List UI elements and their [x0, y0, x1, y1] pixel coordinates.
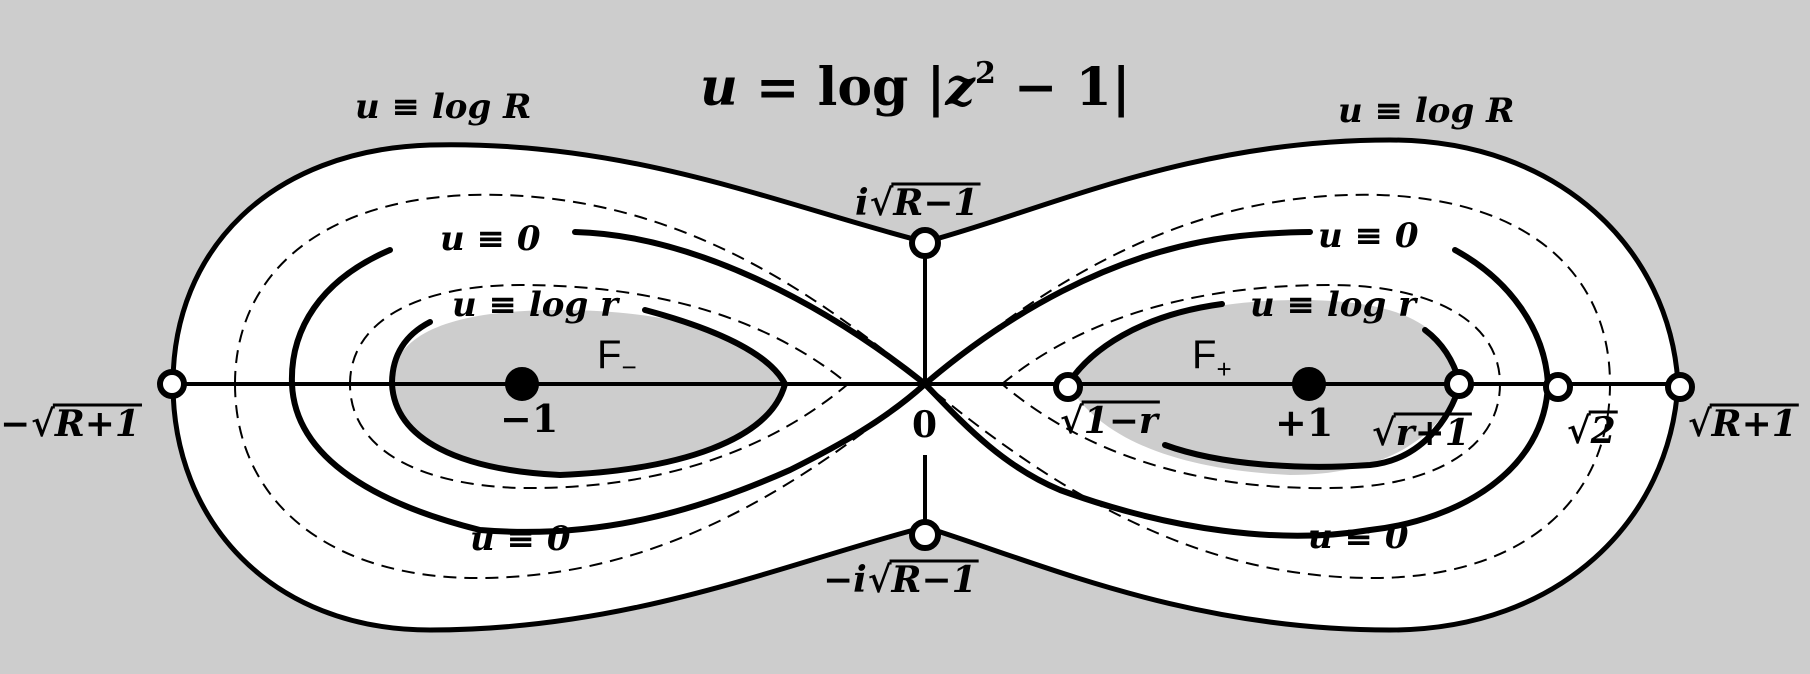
label-sqrt-two: √2 [1567, 410, 1618, 452]
svg-text:−: − [0, 403, 30, 445]
label-bottom: −i√R−1 [823, 559, 979, 601]
title-sup: 2 [975, 56, 996, 91]
label-top: i√R−1 [855, 182, 981, 224]
label-plus-one: +1 [1275, 400, 1333, 445]
svg-text:2: 2 [1590, 410, 1616, 452]
curve-log-r-left [388, 307, 789, 479]
point-bottom [909, 519, 941, 551]
title-z: z [944, 57, 976, 118]
svg-text:√: √ [31, 403, 55, 445]
label-right-end: √R+1 [1688, 403, 1799, 445]
label-zero-top-left: u ≡ 0 [440, 219, 541, 259]
label-sqrt-1-minus-r: √1−r [1060, 400, 1161, 442]
label-outer-right: u ≡ log R [1338, 91, 1514, 131]
curve-u-zero-right-arc [922, 247, 1552, 539]
label-origin: 0 [912, 404, 937, 446]
point-top [909, 227, 941, 259]
svg-text:R−1: R−1 [891, 559, 977, 601]
title-rest: − 1| [996, 57, 1131, 118]
label-outer-left: u ≡ log R [355, 87, 531, 127]
svg-text:√: √ [1372, 412, 1396, 454]
svg-text:r+1: r+1 [1396, 412, 1470, 454]
point-sqrt-r-plus-1 [1444, 369, 1474, 399]
point-minus-one [505, 367, 539, 401]
curve-u-zero-left-arc [288, 247, 928, 535]
svg-text:√: √ [870, 182, 894, 224]
region-label-F-plus: F+ [1192, 333, 1232, 384]
label-left-end: −√R+1 [0, 403, 142, 445]
svg-text:√: √ [1060, 400, 1084, 442]
label-zero-bottom-right: u ≡ 0 [1308, 517, 1409, 557]
title-u: u [700, 57, 738, 118]
label-minus-one: −1 [500, 396, 558, 441]
point-left-end [157, 369, 187, 399]
svg-text:R+1: R+1 [54, 403, 140, 445]
label-zero-bottom-left: u ≡ 0 [470, 519, 571, 559]
title: u = log |z2 − 1| [700, 56, 1131, 118]
label-log-r-left: u ≡ log r [452, 285, 620, 325]
point-sqrt-two [1543, 372, 1573, 402]
point-right-end [1665, 372, 1695, 402]
title-eq: = log | [738, 57, 946, 118]
svg-text:i: i [855, 182, 869, 224]
svg-text:√: √ [1688, 403, 1712, 445]
curve-log-r-right [1065, 301, 1464, 470]
svg-text:R+1: R+1 [1711, 403, 1797, 445]
label-sqrt-r-plus-1: √r+1 [1372, 412, 1472, 454]
point-labels: i√R−1−i√R−1−√R+1√R+1√1−r√r+1√2 [0, 182, 1799, 601]
svg-text:√: √ [1567, 410, 1591, 452]
point-plus-one [1292, 367, 1326, 401]
label-zero-top-right: u ≡ 0 [1318, 216, 1419, 256]
svg-text:1−r: 1−r [1084, 400, 1161, 442]
label-log-r-right: u ≡ log r [1250, 285, 1418, 325]
svg-text:R−1: R−1 [892, 182, 978, 224]
region-label-F-minus: F− [597, 333, 637, 382]
curve-u-zero-right-upper [922, 229, 1313, 387]
curve-u-zero-left-upper [572, 229, 928, 387]
point-sqrt-1-minus-r [1053, 372, 1083, 402]
svg-text:√: √ [868, 559, 892, 601]
svg-text:−i: −i [823, 559, 867, 601]
